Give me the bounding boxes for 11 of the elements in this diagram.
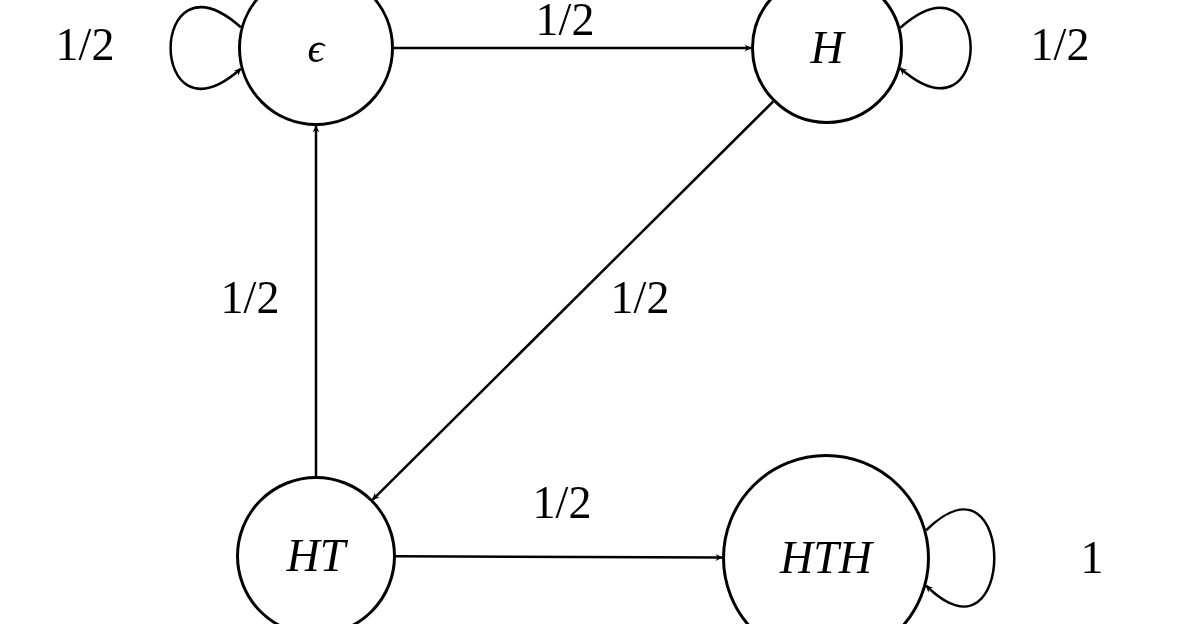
arrow	[312, 125, 320, 476]
self-loop-arrow	[925, 508, 996, 608]
self-loop-arrow	[169, 6, 242, 90]
state-label: ϵ	[307, 27, 325, 69]
state-label: HT	[286, 533, 346, 579]
arrow	[371, 100, 774, 501]
state-label: HTH	[780, 535, 872, 581]
arrow	[394, 44, 752, 52]
arrow	[396, 554, 723, 562]
self-loop-arrow	[899, 6, 972, 90]
state-label: H	[810, 25, 844, 71]
